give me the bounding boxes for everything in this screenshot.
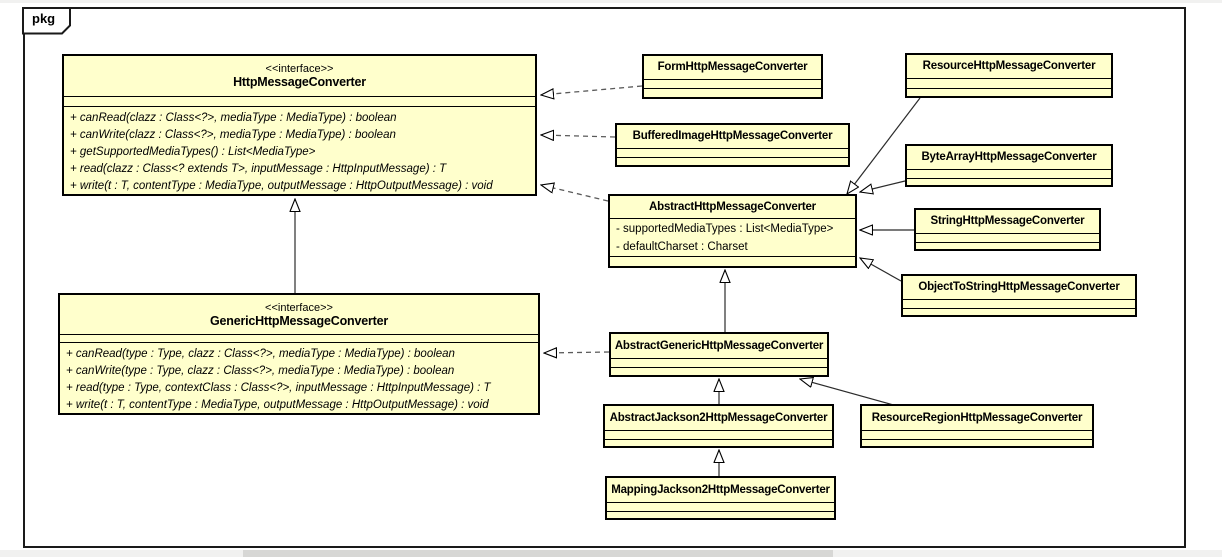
methods-compartment: + canRead(type : Type, clazz : Class<?>,…	[60, 343, 538, 413]
class-title: BufferedImageHttpMessageConverter	[617, 125, 848, 149]
class-object-to-string-http-message-converter[interactable]: ObjectToStringHttpMessageConverter	[901, 274, 1137, 317]
attributes-compartment	[903, 300, 1135, 309]
class-name: StringHttpMessageConverter	[930, 215, 1085, 227]
horizontal-scrollbar-thumb[interactable]	[243, 550, 833, 557]
package-frame	[23, 7, 1186, 548]
attributes-compartment	[644, 80, 821, 89]
method-signature: + canWrite(type : Type, clazz : Class<?>…	[66, 365, 455, 377]
class-name: ResourceRegionHttpMessageConverter	[871, 411, 1083, 424]
class-name: ObjectToStringHttpMessageConverter	[918, 281, 1120, 293]
realization-bufferedimage-to-httpmessageconverter[interactable]	[541, 135, 616, 137]
class-title: <<interface>> HttpMessageConverter	[64, 56, 535, 97]
realization-abstractgeneric-to-generic[interactable]	[544, 352, 610, 353]
class-abstract-generic-http-message-converter[interactable]: AbstractGenericHttpMessageConverter	[609, 332, 829, 377]
class-form-http-message-converter[interactable]: FormHttpMessageConverter	[642, 54, 823, 99]
methods-compartment	[611, 368, 827, 375]
methods-compartment: + canRead(clazz : Class<?>, mediaType : …	[64, 107, 535, 194]
class-title: MappingJackson2HttpMessageConverter	[607, 478, 834, 503]
stereotype-label: <<interface>>	[265, 301, 333, 314]
class-name: BufferedImageHttpMessageConverter	[632, 130, 833, 142]
methods-compartment	[617, 158, 848, 165]
class-name: HttpMessageConverter	[233, 75, 366, 89]
attributes-compartment	[605, 431, 832, 440]
realization-form-to-httpmessageconverter[interactable]	[541, 85, 643, 95]
class-title: <<interface>> GenericHttpMessageConverte…	[60, 295, 538, 335]
class-title: AbstractHttpMessageConverter	[610, 196, 855, 219]
attributes-compartment	[916, 234, 1099, 243]
package-tab-label: pkg	[32, 11, 56, 26]
class-title: FormHttpMessageConverter	[644, 56, 821, 80]
methods-compartment	[862, 440, 1092, 446]
class-title: ByteArrayHttpMessageConverter	[907, 146, 1111, 170]
method-signature: + canRead(type : Type, clazz : Class<?>,…	[66, 348, 455, 360]
methods-compartment	[907, 89, 1111, 96]
generalization-bytearray-to-abstracthttp[interactable]	[860, 180, 906, 192]
class-string-http-message-converter[interactable]: StringHttpMessageConverter	[914, 208, 1101, 251]
method-signature: + getSupportedMediaTypes() : List<MediaT…	[70, 146, 316, 158]
attributes-compartment	[611, 359, 827, 368]
attributes-compartment: - supportedMediaTypes : List<MediaType> …	[610, 219, 855, 257]
class-name: ResourceHttpMessageConverter	[922, 60, 1096, 72]
realization-abstracthttp-to-httpmessageconverter[interactable]	[541, 185, 609, 202]
attribute-signature: - supportedMediaTypes : List<MediaType>	[616, 223, 834, 235]
generalization-resourceregion-to-abstractgeneric[interactable]	[800, 379, 898, 407]
attributes-compartment	[617, 149, 848, 158]
methods-compartment	[644, 89, 821, 97]
method-signature: + read(type : Type, contextClass : Class…	[66, 382, 491, 394]
class-title: StringHttpMessageConverter	[916, 210, 1099, 234]
attributes-compartment	[64, 97, 535, 107]
method-signature: + write(t : T, contentType : MediaType, …	[70, 180, 493, 192]
methods-compartment	[916, 243, 1099, 249]
class-abstract-jackson2-http-message-converter[interactable]: AbstractJackson2HttpMessageConverter	[603, 404, 834, 448]
class-title: AbstractJackson2HttpMessageConverter	[605, 406, 832, 431]
class-http-message-converter[interactable]: <<interface>> HttpMessageConverter + can…	[62, 54, 537, 196]
methods-compartment	[605, 440, 832, 446]
class-name: ByteArrayHttpMessageConverter	[921, 151, 1097, 163]
package-tab	[22, 7, 71, 35]
class-name: MappingJackson2HttpMessageConverter	[611, 483, 830, 496]
class-resource-http-message-converter[interactable]: ResourceHttpMessageConverter	[905, 53, 1113, 98]
class-title: ResourceRegionHttpMessageConverter	[862, 406, 1092, 431]
top-window-strip	[0, 0, 1222, 3]
attributes-compartment	[907, 79, 1111, 89]
class-name: FormHttpMessageConverter	[657, 61, 808, 73]
method-signature: + canWrite(clazz : Class<?>, mediaType :…	[70, 129, 396, 141]
method-signature: + read(clazz : Class<? extends T>, input…	[70, 163, 447, 175]
stereotype-label: <<interface>>	[265, 63, 334, 75]
class-name: AbstractHttpMessageConverter	[649, 200, 816, 213]
class-title: AbstractGenericHttpMessageConverter	[611, 334, 827, 359]
method-signature: + canRead(clazz : Class<?>, mediaType : …	[70, 112, 397, 124]
method-signature: + write(t : T, contentType : MediaType, …	[66, 399, 489, 411]
class-title: ResourceHttpMessageConverter	[907, 55, 1111, 79]
attribute-signature: - defaultCharset : Charset	[616, 241, 748, 253]
attributes-compartment	[907, 170, 1111, 179]
class-byte-array-http-message-converter[interactable]: ByteArrayHttpMessageConverter	[905, 144, 1113, 187]
generalization-resource-to-abstracthttp[interactable]	[847, 97, 921, 194]
attributes-compartment	[862, 431, 1092, 440]
class-buffered-image-http-message-converter[interactable]: BufferedImageHttpMessageConverter	[615, 123, 850, 167]
class-name: AbstractGenericHttpMessageConverter	[614, 339, 824, 352]
class-name: GenericHttpMessageConverter	[210, 313, 388, 328]
methods-compartment	[903, 309, 1135, 315]
class-name: AbstractJackson2HttpMessageConverter	[609, 411, 828, 424]
methods-compartment	[607, 512, 834, 518]
class-generic-http-message-converter[interactable]: <<interface>> GenericHttpMessageConverte…	[58, 293, 540, 415]
attributes-compartment	[607, 503, 834, 512]
methods-compartment	[610, 257, 855, 266]
attributes-compartment	[60, 335, 538, 343]
class-resource-region-http-message-converter[interactable]: ResourceRegionHttpMessageConverter	[860, 404, 1094, 448]
methods-compartment	[907, 179, 1111, 185]
generalization-objecttostring-to-abstracthttp[interactable]	[860, 258, 902, 282]
class-mapping-jackson2-http-message-converter[interactable]: MappingJackson2HttpMessageConverter	[605, 476, 836, 520]
class-title: ObjectToStringHttpMessageConverter	[903, 276, 1135, 300]
class-abstract-http-message-converter[interactable]: AbstractHttpMessageConverter - supported…	[608, 194, 857, 268]
